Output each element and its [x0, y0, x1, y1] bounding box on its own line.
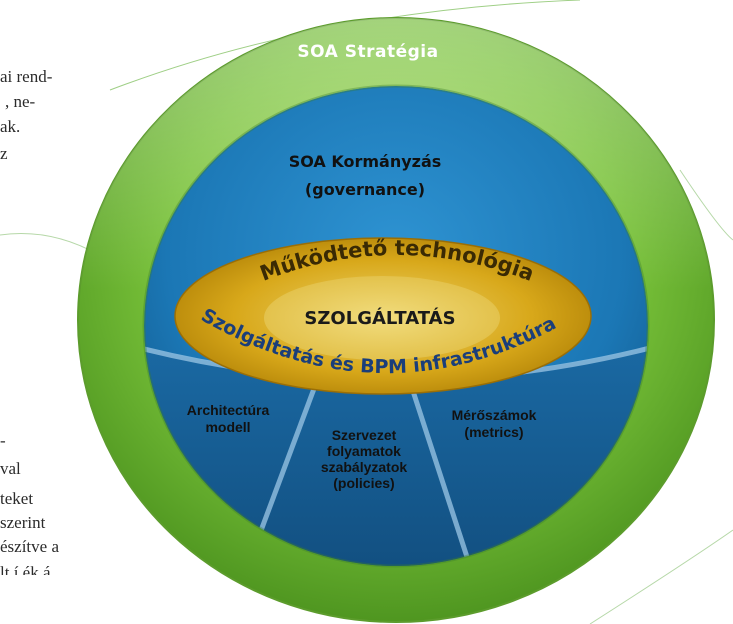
bg-text-line-10: lt í ék á [0, 563, 51, 582]
segment-middle-line3: szabályzatok [321, 459, 408, 475]
segment-left-line2: modell [205, 419, 250, 435]
service-inner-ellipse [264, 276, 500, 360]
bg-curve-right [679, 169, 733, 241]
bg-text-line-8: szerint [0, 513, 46, 532]
segment-middle-line2: folyamatok [327, 443, 401, 459]
bg-text-line-4: z [0, 144, 8, 163]
segment-right-line1: Mérőszámok [452, 407, 537, 423]
bg-text-line-3: ak. [0, 117, 21, 136]
segment-divider-right [409, 387, 471, 561]
outer-ring-label: SOA Stratégia [297, 42, 438, 62]
segment-right-line2: (metrics) [464, 424, 523, 440]
segment-left-line1: Architectúra [187, 402, 270, 418]
segment-middle-line1: Szervezet [332, 427, 397, 443]
bg-text-line-5: - [0, 431, 6, 450]
bg-text-line-9: észítve a [0, 537, 59, 556]
governance-circle-rim [142, 84, 650, 568]
bg-text-line-1: ai rend- [0, 67, 53, 86]
bg-text-line-2: , ne- [5, 92, 36, 111]
bg-text-line-6: val [0, 459, 21, 478]
segment-middle-line4: (policies) [333, 475, 394, 491]
bg-text-line-7: teket [0, 489, 34, 508]
center-label: SZOLGÁLTATÁS [304, 307, 455, 329]
governance-label-line1: SOA Kormányzás [289, 152, 442, 171]
governance-label-line2: (governance) [305, 180, 425, 199]
bg-curve-bottom [589, 529, 733, 624]
